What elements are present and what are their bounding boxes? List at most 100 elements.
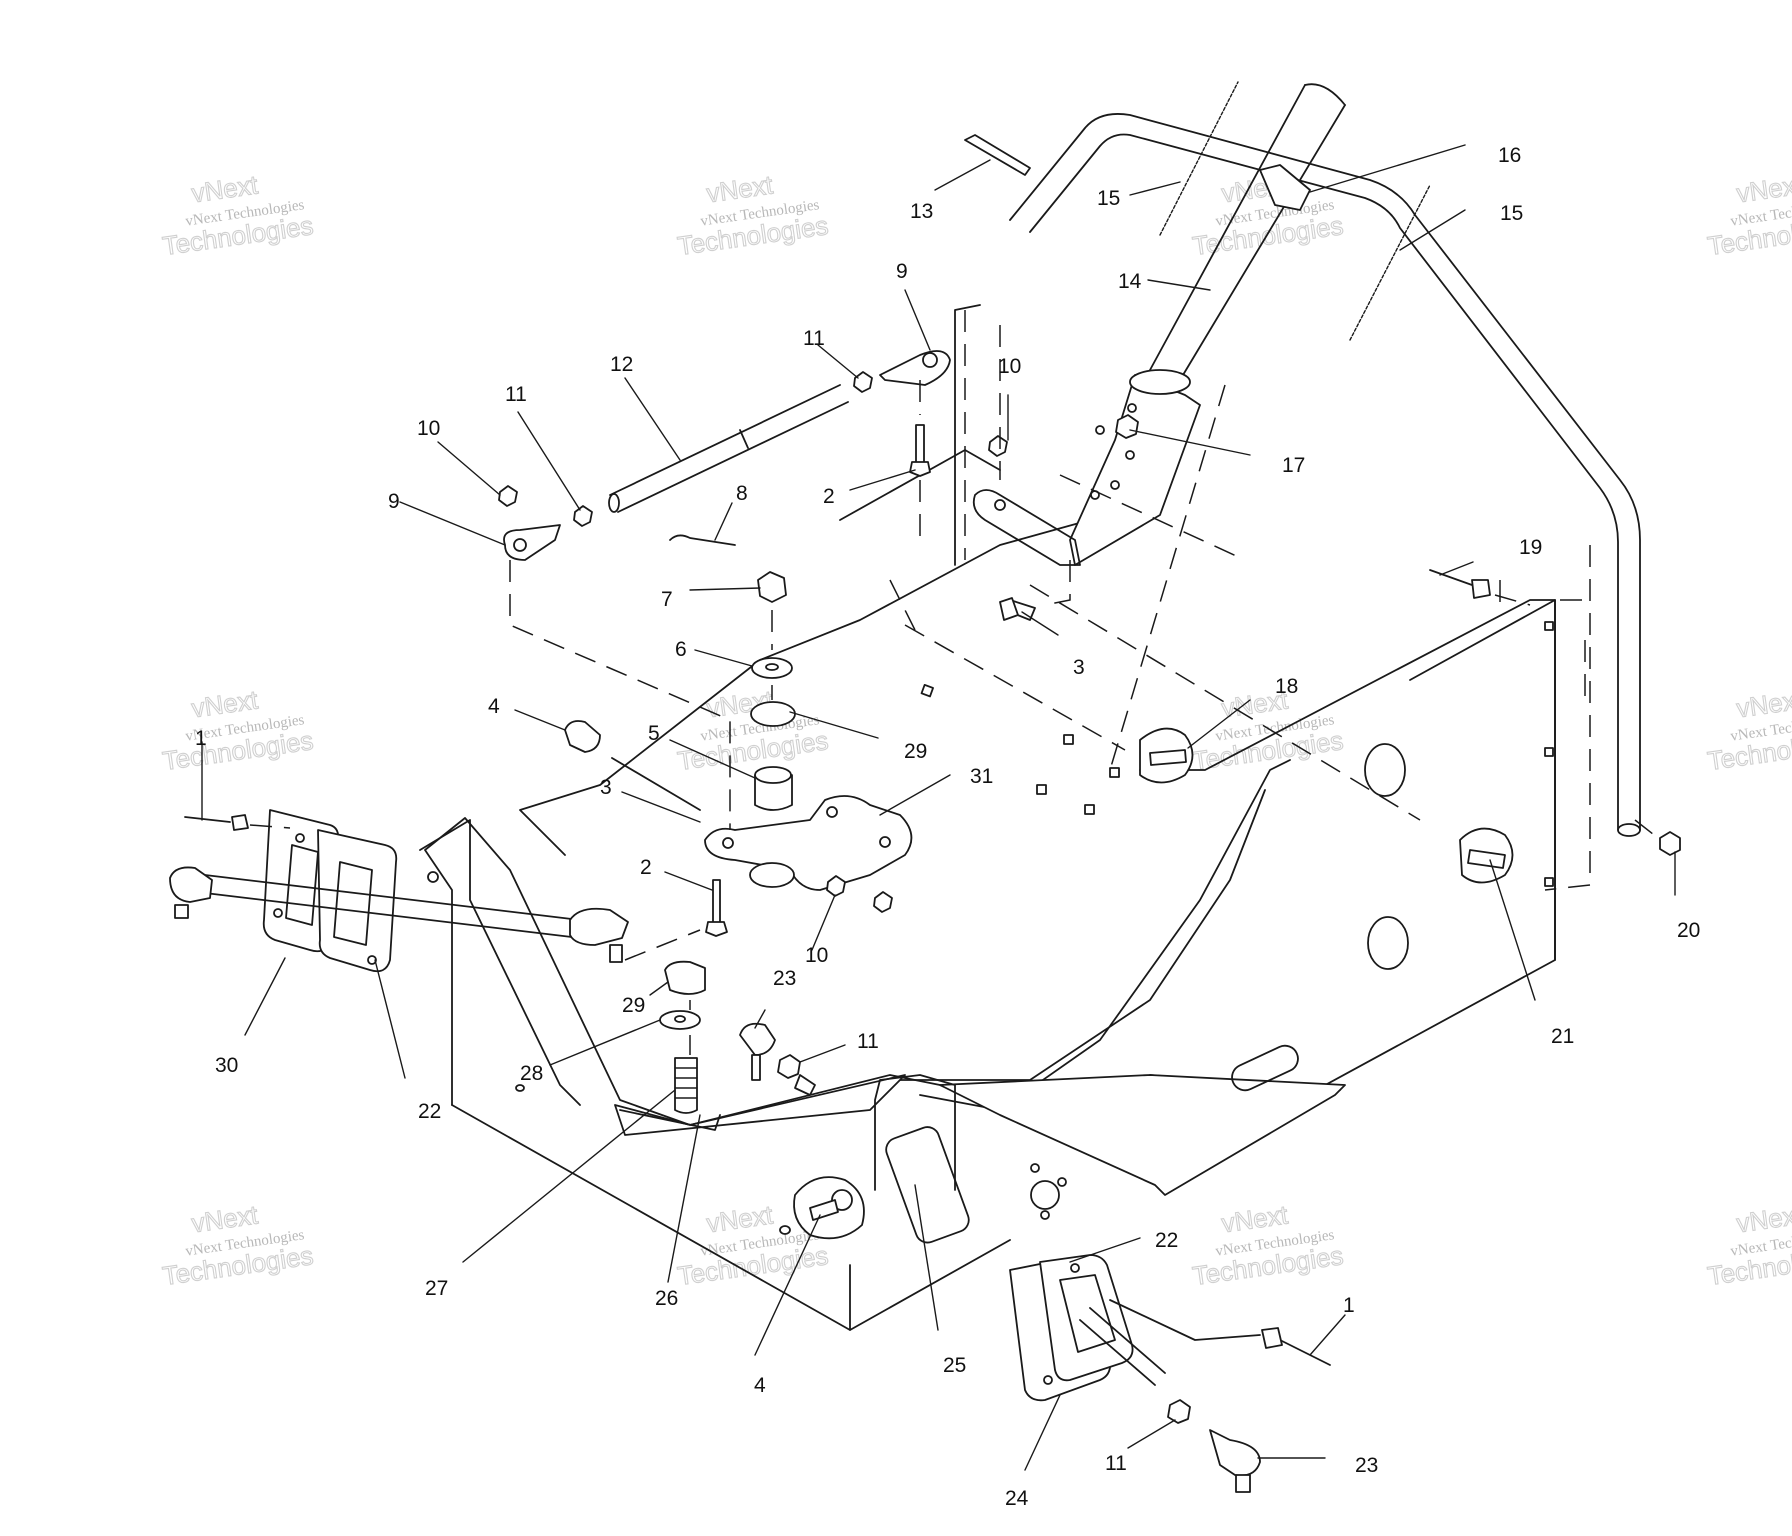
bolt-13 [964,134,1031,176]
callout-label: 10 [805,944,828,967]
column-top [1304,83,1346,106]
flange-hole [994,499,1006,511]
leader-line [689,587,761,591]
callout-label: 9 [896,260,908,283]
frame-hole [1364,743,1406,797]
leader-line [1069,1237,1141,1263]
callout-label: 18 [1275,675,1298,698]
callout-label: 29 [904,740,927,763]
callout-label: 10 [417,417,440,440]
leader-line [621,791,701,823]
leader-line [624,377,681,461]
plate-hole [826,806,838,818]
jam-nut-11 [853,371,873,393]
boot-hole [295,833,305,843]
right-boot-assembly [779,1176,1331,1493]
stud-23 [1235,1474,1251,1493]
callout-label: 30 [215,1054,238,1077]
lock-nut-10-lower [873,891,893,913]
left-tie-rod [204,874,581,939]
assembly-lines [249,310,1659,1055]
callout-label: 11 [857,1030,879,1053]
callout-label: 19 [1519,536,1542,559]
leader-line [1024,1394,1061,1471]
floor-hole [1036,784,1047,795]
steering-post-flange [972,489,1081,566]
steering-post-bracket [1069,374,1201,566]
callout-label: 5 [648,722,660,745]
floor-hole [1544,877,1554,887]
washer-hole [674,1015,686,1023]
leader-line [817,344,859,379]
plate-hole [879,836,891,848]
stud-threads [674,1067,698,1099]
leader-line [374,959,406,1079]
watermark-line1: vNext [190,684,261,723]
bolt-1-left [231,814,249,831]
leader-line [849,469,916,491]
handlebar-tube-outer [1009,113,1641,831]
bolt-21 [1467,849,1506,869]
callout-label: 17 [1282,454,1305,477]
nut-11-center [777,1054,801,1079]
right-side-panel [1409,599,1556,961]
watermark: vNext vNext Technologies Technologies [1190,169,1346,262]
assembly-line [624,929,701,961]
boot-inner-right [1059,1274,1116,1353]
plate-boss [749,862,795,888]
watermark-edge: vNext vNext Technologies Technologies [1705,169,1792,262]
steering-post [964,134,1201,566]
bolt-18 [1149,749,1187,766]
grommet-bolt-shank [809,1199,839,1221]
leader-line [914,1184,939,1331]
assembly-line [1634,819,1659,839]
washer-6 [751,657,793,679]
callout-label: 14 [1118,270,1142,293]
cotter-pin-8 [669,534,736,546]
callout-label: 26 [655,1287,678,1310]
stud-left [174,904,189,919]
bolt-2-head [909,461,931,477]
boot-inner [285,844,319,926]
floor-hole [920,683,934,698]
boot-hole [1043,1375,1053,1385]
nut-11-lower [1167,1399,1191,1424]
steering-column [1149,84,1346,381]
cotter-1-right [1279,1339,1331,1366]
lock-nut-10-lower [826,875,846,897]
stud-26 [674,1057,698,1114]
watermark: vNext vNext Technologies Technologies [160,169,316,262]
steering-plate-31 [704,795,913,891]
grommet-nut [779,1225,791,1235]
callout-label: 10 [998,355,1021,378]
tie-rod-split [739,429,749,449]
assembly-line [1494,594,1531,606]
leader-line [1309,144,1466,193]
jam-nut-11 [573,505,593,527]
assembly-line [249,824,291,829]
castle-nut-7 [757,571,787,603]
washer-hole [765,663,779,671]
boot-hole [367,955,377,965]
rod-end-23 [1209,1429,1261,1477]
bushing-29-upper [750,701,796,727]
callout-label: 1 [195,727,207,750]
leader-line [879,774,951,816]
callout-label: 20 [1677,919,1700,942]
lock-nut-10 [498,485,518,507]
leader-line [669,739,756,779]
left-boot-assembly [169,809,629,973]
tie-rod-12 [609,384,849,513]
leader-line [549,1019,661,1066]
leader-line [694,649,753,667]
floor-ridge [919,759,1291,1111]
cotter-19 [1429,569,1473,586]
assembly-line [1044,560,1071,606]
watermark-line1: vNext [1735,1199,1792,1238]
callout-label: 11 [803,327,825,350]
bolt-spacer [794,1074,816,1096]
bolt-2-lower-head [705,921,728,937]
leader-line [1187,699,1251,749]
rod-end-eye [922,352,938,368]
handlebar-end [1617,823,1641,837]
